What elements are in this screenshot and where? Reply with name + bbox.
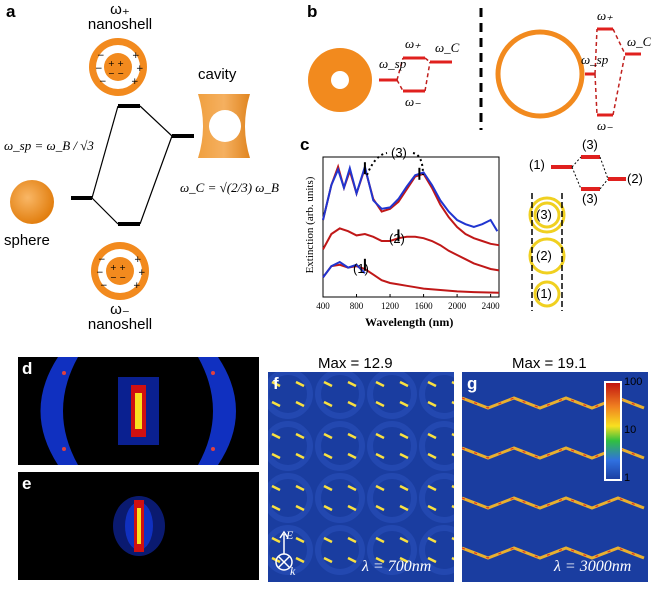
series-line-3 [322,227,500,272]
cavity-label: cavity [198,66,237,83]
panel-c: c Extinction (arb. units) Wavelength (nm… [295,135,651,340]
chart-xlabel: Wavelength (nm) [365,315,454,329]
series-line-5 [322,260,366,278]
svg-text:+ +: + + [108,59,124,68]
panel-g-max: Max = 19.1 [512,355,587,372]
b-right-omega-c: ω_C [627,34,651,49]
ring-label-3: (3) [536,207,552,222]
svg-text:+: + [131,77,139,87]
panel-f-max: Max = 12.9 [318,355,393,372]
b-right-omega-minus: ω₋ [597,118,614,133]
b-left-omega-sp: ω_sp [379,56,407,71]
b-left-omega-plus: ω₊ [405,36,422,51]
series-line-2 [322,163,499,232]
svg-text:+: + [133,281,141,291]
diagram-label-2: (2) [627,171,643,186]
svg-text:− −: − − [108,69,124,78]
diagram-label-3-bottom: (3) [582,191,598,206]
x-tick-label: 1600 [414,301,433,311]
panel-b: b ω_sp ω₊ ω₋ ω_C ω_sp ω₊ ω₋ ω_C [295,0,651,135]
top-nanoshell-icon: − + − + − + + + − − [89,38,147,96]
omega-minus-label: ω₋ [110,301,130,318]
panel-a-diagram: − + − + − + + + − − − + − + − + + + − − [10,38,250,300]
panel-e-label: e [22,474,32,493]
svg-text:−: − [95,64,103,74]
annotation-1: (1) [353,261,369,276]
panel-g-lambda: λ = 3000nm [554,558,632,575]
thin-nanoshell-icon [495,29,585,119]
series-line-4 [322,263,500,294]
bottom-nanoshell-icon: − + − + − + + + − − [91,242,149,300]
sphere-icon [10,180,54,224]
ring-stack-icon [528,193,566,311]
b-left-omega-c: ω_C [435,40,460,55]
extinction-chart [322,152,626,311]
svg-text:−: − [97,51,105,61]
svg-text:+: + [134,255,142,265]
svg-text:− −: − − [110,273,126,282]
b-right-omega-sp: ω_sp [581,52,609,67]
b-right-omega-plus: ω₊ [597,8,614,23]
panel-f: f λ = 700nm E k [263,369,469,582]
x-tick-label: 2400 [481,301,500,311]
colorbar-tick-1: 1 [624,472,631,484]
omega-plus-label: ω₊ [110,1,130,18]
b-left-omega-minus: ω₋ [405,94,422,109]
ring-label-2: (2) [536,248,552,263]
nanoshell-bottom-label: nanoshell [87,316,153,333]
chart-ylabel: Extinction (arb. units) [304,176,316,274]
panel-g: g 100 10 1 λ = 3000nm [461,372,648,582]
colorbar-tick-100: 100 [624,376,643,388]
diagram-label-1: (1) [529,157,545,172]
annotation-2: (2) [389,231,405,246]
x-tick-label: 400 [316,301,330,311]
panel-d: d [18,357,259,465]
svg-text:+: + [136,64,144,74]
field-map-d [40,357,236,465]
series-line-1 [322,163,500,247]
e-vector-label: E [286,528,294,542]
annotation-3: (3) [391,145,407,160]
panel-f-label: f [273,374,279,393]
panel-f-lambda: λ = 700nm [362,558,432,575]
polarization-icon [275,530,293,571]
panel-b-diagram [308,8,641,130]
panel-b-label: b [307,2,318,21]
chart-frame [322,156,500,298]
svg-text:−: − [100,281,108,291]
x-tick-label: 2000 [448,301,467,311]
cavity-icon [198,94,250,158]
sphere-label: sphere [4,232,50,249]
diagram-label-3-top: (3) [582,137,598,152]
svg-text:+: + [138,268,146,278]
ring-label-1: (1) [536,286,552,301]
svg-text:−: − [98,255,106,265]
field-map-e [113,496,165,556]
svg-text:+: + [132,51,140,61]
svg-text:−: − [99,77,107,87]
omega-c-formula: ω_C = √(2/3) ω_B [180,180,279,195]
panel-a: a − + − + − + + + − − − [0,0,290,340]
svg-text:−: − [96,268,104,278]
x-tick-label: 800 [349,301,364,311]
field-map-f [263,369,469,575]
svg-text:+ +: + + [110,263,126,272]
panel-g-label: g [467,374,478,393]
k-vector-label: k [290,564,296,578]
panel-d-label: d [22,359,33,378]
panel-e: e [18,472,259,580]
field-map-g [461,381,645,560]
colorbar-tick-10: 10 [624,424,637,436]
panel-c-label: c [300,135,310,154]
omega-sp-formula: ω_sp = ω_B / √3 [4,138,94,153]
panel-a-label: a [6,2,16,21]
x-tick-label: 1200 [381,301,400,311]
colorbar [604,381,622,481]
nanoshell-top-label: nanoshell [87,16,153,33]
